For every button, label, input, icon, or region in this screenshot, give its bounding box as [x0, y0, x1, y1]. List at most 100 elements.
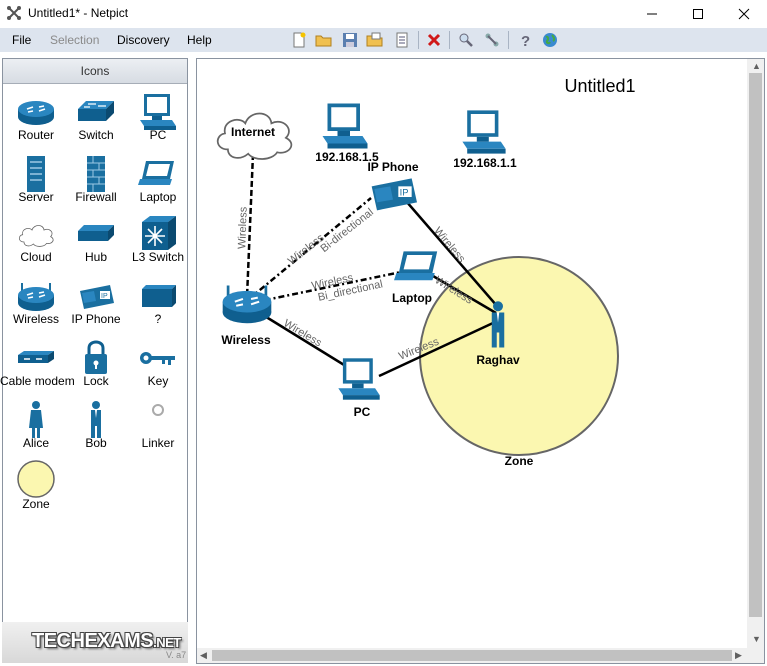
link-wireless-pc[interactable]	[262, 313, 350, 370]
scrollbar-corner	[747, 648, 764, 663]
palette-item-ip-phone[interactable]: IP Phone	[66, 276, 126, 336]
palette-label: Cable modem	[0, 374, 75, 388]
palette-item-cloud[interactable]: Cloud	[6, 214, 66, 274]
zone-icon	[17, 460, 55, 498]
minimize-icon	[647, 13, 657, 15]
wireless-icon	[221, 284, 273, 325]
palette-item-cable-modem[interactable]: Cable modem	[0, 338, 75, 398]
palette-header: Icons	[3, 59, 187, 84]
menu-selection[interactable]: Selection	[50, 33, 100, 47]
zoom-icon	[459, 33, 473, 47]
key-icon	[138, 338, 178, 378]
horizontal-scroll-thumb[interactable]	[212, 650, 732, 661]
version-label: V. a7	[166, 650, 187, 660]
document-button[interactable]	[392, 30, 412, 50]
globe-button[interactable]	[540, 30, 560, 50]
unknown-device-icon	[138, 276, 178, 316]
palette-item-wireless[interactable]: Wireless	[6, 276, 66, 336]
link-wireless-ipphone[interactable]	[248, 197, 372, 300]
link-wireless-laptop[interactable]	[250, 269, 407, 305]
scroll-left-icon[interactable]: ◀	[200, 650, 207, 660]
link-pc-raghav[interactable]	[378, 321, 494, 378]
link-ipphone-raghav[interactable]	[405, 200, 498, 307]
palette-item-hub[interactable]: Hub	[66, 214, 126, 274]
node-label: Raghav	[476, 353, 520, 367]
palette-item-router[interactable]: Router	[6, 92, 66, 152]
vertical-scroll-thumb[interactable]	[749, 73, 762, 617]
laptop-icon	[394, 251, 438, 281]
link-internet-wireless[interactable]	[245, 153, 255, 298]
menu-help[interactable]: Help	[187, 33, 212, 47]
scroll-right-icon[interactable]: ▶	[735, 650, 742, 660]
cloud-icon	[16, 214, 56, 254]
new-button[interactable]	[289, 30, 309, 50]
save-button[interactable]	[340, 30, 360, 50]
l3-switch-icon	[138, 214, 178, 254]
pc-icon	[322, 103, 368, 149]
palette-item-l3-switch[interactable]: L3 Switch	[128, 214, 188, 274]
palette-item-bob[interactable]: Bob	[66, 400, 126, 460]
link-label: Wireless	[431, 225, 468, 265]
palette-item-switch[interactable]: Switch	[66, 92, 126, 152]
palette-item-pc[interactable]: PC	[128, 92, 188, 152]
open-button[interactable]	[314, 30, 334, 50]
node-pc-192-168-1-1[interactable]: 192.168.1.1	[453, 110, 517, 170]
window-title: Untitled1* - Netpict	[28, 6, 129, 20]
node-raghav[interactable]: Raghav	[476, 301, 520, 367]
save-icon	[343, 33, 357, 47]
icon-palette-panel: Icons Router Switch PC Server Firewall L…	[0, 58, 188, 663]
open-icon	[315, 35, 332, 47]
zoom-button[interactable]	[456, 30, 476, 50]
palette-label: Laptop	[139, 190, 177, 204]
zone-label: Zone	[505, 454, 534, 468]
palette-item-linker[interactable]: Linker	[128, 400, 188, 460]
minimize-button[interactable]	[629, 0, 675, 28]
pc-icon	[338, 358, 380, 400]
palette-label: Alice	[22, 436, 49, 450]
palette-item-server[interactable]: Server	[6, 154, 66, 214]
techexams-logo: TECHEXAMS.NET V. a7	[2, 622, 188, 663]
diagram-canvas[interactable]: Wireless Wireless Bi-directional Wireles…	[196, 58, 765, 664]
node-pc-192-168-1-5[interactable]: 192.168.1.5	[315, 103, 379, 165]
node-ip-phone[interactable]: IP Phone	[367, 160, 419, 211]
palette-label: Server	[18, 190, 54, 204]
palette-label: Wireless	[12, 312, 59, 326]
link-label: Wireless	[281, 317, 324, 349]
palette-item-zone[interactable]: Zone	[6, 459, 66, 519]
bob-icon	[76, 400, 116, 440]
palette-item-unknown-device[interactable]: ?	[128, 276, 188, 336]
palette-item-key[interactable]: Key	[128, 338, 188, 398]
node-label: Wireless	[221, 333, 271, 347]
open-folder-button[interactable]	[365, 30, 385, 50]
link-laptop-raghav[interactable]	[432, 274, 497, 315]
menu-file[interactable]: File	[12, 33, 32, 47]
delete-button[interactable]	[424, 30, 444, 50]
scroll-up-icon[interactable]: ▲	[752, 61, 761, 71]
palette-item-firewall[interactable]: Firewall	[66, 154, 126, 214]
palette-item-laptop[interactable]: Laptop	[128, 154, 188, 214]
globe-icon	[543, 33, 557, 47]
help-button[interactable]: ?	[516, 30, 536, 50]
maximize-button[interactable]	[675, 0, 721, 28]
menu-discovery[interactable]: Discovery	[117, 33, 170, 47]
node-pc[interactable]: PC	[338, 358, 380, 419]
palette-label: ?	[154, 312, 162, 326]
diagram-title: Untitled1	[564, 76, 635, 96]
palette-item-alice[interactable]: Alice	[6, 400, 66, 460]
scroll-down-icon[interactable]: ▼	[752, 634, 761, 644]
router-icon	[16, 92, 56, 132]
close-button[interactable]	[721, 0, 767, 28]
svg-text:?: ?	[521, 33, 530, 48]
link-icon	[485, 33, 499, 47]
node-label: Internet	[231, 125, 275, 139]
link-button[interactable]	[482, 30, 502, 50]
node-internet[interactable]: Internet	[216, 112, 293, 161]
link-label: Wireless	[236, 206, 249, 249]
node-laptop[interactable]: Laptop	[392, 251, 438, 305]
palette-label: Zone	[22, 497, 50, 511]
alice-icon	[16, 400, 56, 440]
palette-label: PC	[149, 128, 167, 142]
node-wireless[interactable]: Wireless	[221, 284, 273, 347]
palette-item-lock[interactable]: Lock	[66, 338, 126, 398]
node-label: IP Phone	[367, 160, 418, 174]
